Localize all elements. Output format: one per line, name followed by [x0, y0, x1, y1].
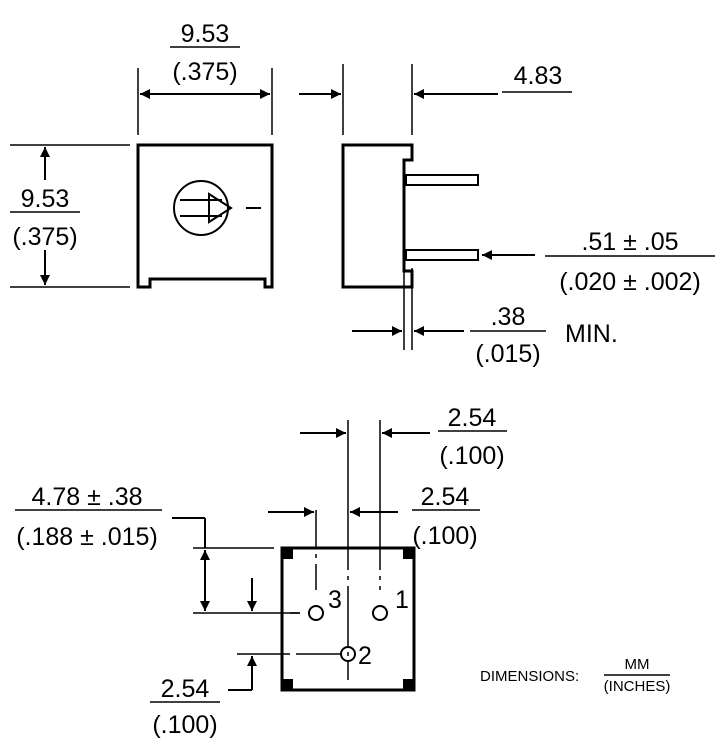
top-width-in: (.375) — [172, 58, 237, 86]
offset-in: (.188 ± .015) — [16, 523, 158, 551]
side-view: 4.83 .51 ± .05 (.020 ± .002) .38 (.015) … — [299, 62, 715, 368]
standoff-mm: .38 — [491, 303, 526, 331]
side-depth-mm: 4.83 — [514, 62, 563, 90]
pitch-top-mm: 2.54 — [448, 404, 497, 432]
pin-upper — [405, 174, 479, 186]
pin-label-1: 1 — [395, 586, 409, 614]
bottom-view: 3 1 2 2.54 (.100) 2.54 (.100) 4.78 ± .38… — [15, 404, 507, 739]
pin-diameter-in: (.020 ± .002) — [559, 268, 701, 296]
offset-mm: 4.78 ± .38 — [31, 483, 142, 511]
pin-diameter-mm: .51 ± .05 — [581, 228, 678, 256]
pin-1 — [372, 605, 388, 621]
pin-lower — [405, 249, 479, 261]
standoff-in: (.015) — [475, 340, 540, 368]
top-height-mm: 9.53 — [21, 185, 70, 213]
pin-label-2: 2 — [358, 642, 372, 670]
pin-label-3: 3 — [328, 586, 342, 614]
legend-label: DIMENSIONS: — [480, 668, 579, 685]
adjustment-screw — [173, 180, 229, 236]
top-height-in: (.375) — [12, 223, 77, 251]
top-view: 9.53 (.375) 9.53 (.375) — [10, 20, 274, 289]
pitch-mid-in: (.100) — [412, 522, 477, 550]
pin-2 — [340, 646, 356, 662]
legend-unit-bottom: (INCHES) — [604, 678, 671, 695]
units-legend: DIMENSIONS: MM (INCHES) — [480, 656, 670, 695]
legend-unit-top: MM — [625, 656, 650, 673]
pitch-bottom-mm: 2.54 — [161, 675, 210, 703]
pitch-mid-mm: 2.54 — [421, 483, 470, 511]
pin-3 — [308, 605, 324, 621]
standoff-suffix: MIN. — [565, 320, 618, 348]
side-view-body — [341, 143, 414, 289]
pitch-bottom-in: (.100) — [152, 711, 217, 739]
wiper-arrow-icon — [208, 192, 233, 224]
pitch-top-in: (.100) — [439, 442, 504, 470]
top-width-mm: 9.53 — [181, 20, 230, 48]
